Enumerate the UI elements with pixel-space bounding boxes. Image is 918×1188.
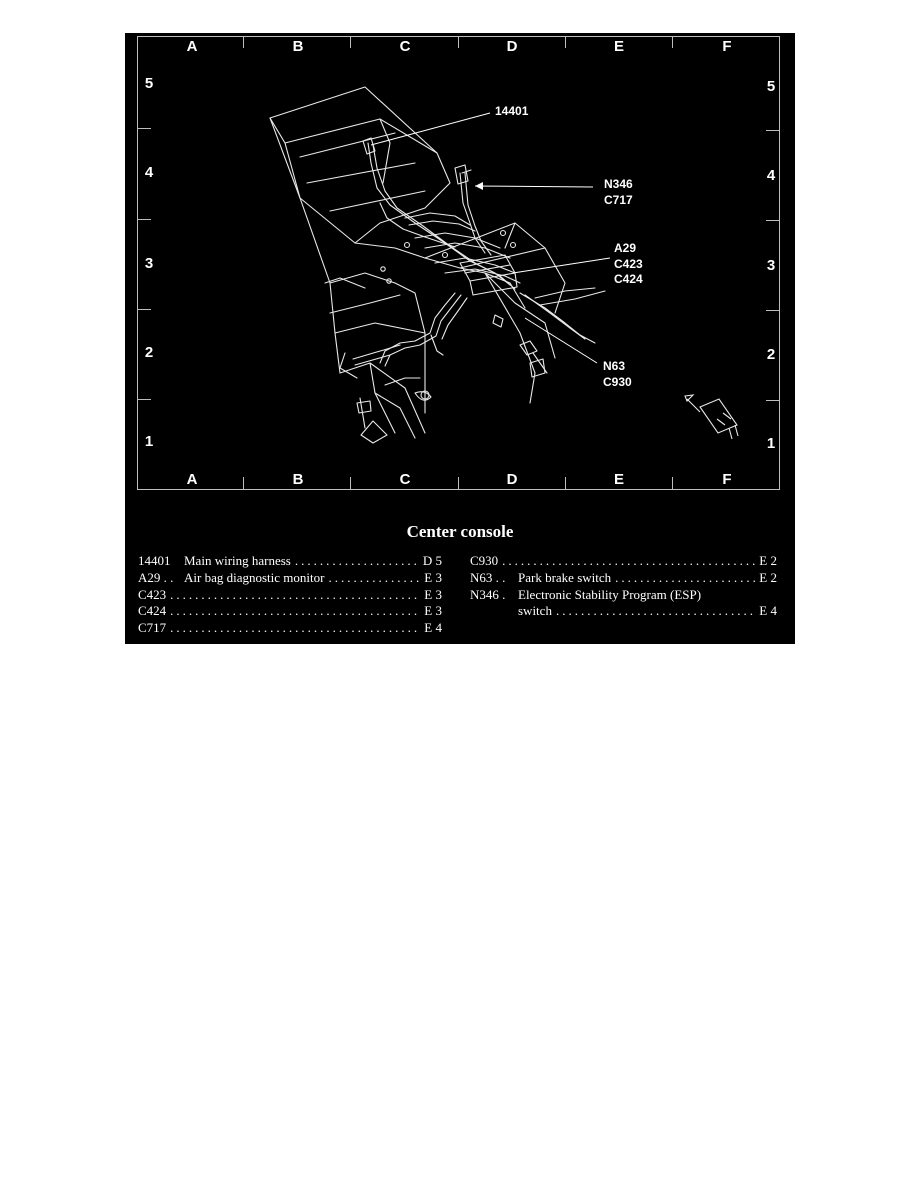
legend-code: 14401 xyxy=(138,553,171,568)
row-tick-right xyxy=(766,400,780,401)
row-tick-left xyxy=(137,309,151,310)
legend-row: N346 . Electronic Stability Program (ESP… xyxy=(470,587,777,603)
legend-desc: switch xyxy=(518,603,552,618)
row-tick-right xyxy=(766,130,780,131)
col-label-bottom-f: F xyxy=(722,471,732,488)
legend-code: A29 . . xyxy=(138,570,174,585)
legend-location: D 5 xyxy=(422,553,442,568)
legend-leader: ........................................… xyxy=(170,587,421,602)
row-label-left-2: 2 xyxy=(144,344,154,361)
callout-c717: C717 xyxy=(604,193,633,207)
row-tick-right xyxy=(766,310,780,311)
legend-desc: Air bag diagnostic monitor xyxy=(184,570,325,585)
legend-desc: Main wiring harness xyxy=(184,553,291,568)
row-tick-left xyxy=(137,399,151,400)
row-label-left-1: 1 xyxy=(144,433,154,450)
col-tick-bottom xyxy=(350,477,351,489)
legend-leader: ........................................… xyxy=(328,570,421,585)
leader-n63 xyxy=(524,317,598,364)
legend-code: C423 xyxy=(138,587,167,602)
callout-c930: C930 xyxy=(603,375,632,389)
callout-c423: C423 xyxy=(614,257,643,271)
leader-14401 xyxy=(370,112,491,146)
legend-leader: ........................................… xyxy=(615,570,755,585)
legend-row: C423 ...................................… xyxy=(138,587,442,603)
col-tick-top xyxy=(350,36,351,48)
legend-desc: Electronic Stability Program (ESP) xyxy=(518,587,702,602)
leader-a29 xyxy=(512,257,611,274)
col-label-bottom-c: C xyxy=(399,471,411,488)
legend-code: C930 xyxy=(470,553,499,568)
col-tick-top xyxy=(565,36,566,48)
col-tick-bottom xyxy=(565,477,566,489)
col-label-top-d: D xyxy=(506,38,518,55)
row-label-left-4: 4 xyxy=(144,164,154,181)
row-label-left-5: 5 xyxy=(144,75,154,92)
row-label-right-1: 1 xyxy=(766,435,776,452)
legend-row: switch .................................… xyxy=(470,603,777,619)
legend-row: N63 . . Park brake switch ..............… xyxy=(470,570,777,586)
col-label-bottom-e: E xyxy=(613,471,624,488)
callout-n346: N346 xyxy=(604,177,633,191)
col-label-bottom-d: D xyxy=(506,471,518,488)
col-tick-top xyxy=(672,36,673,48)
col-label-top-e: E xyxy=(613,38,624,55)
callout-n63: N63 xyxy=(603,359,626,373)
col-tick-top xyxy=(243,36,244,48)
diagram-sheet: A B C D E F A B C D E F 5 4 3 2 1 5 4 3 … xyxy=(125,33,795,644)
legend-location: E 3 xyxy=(424,587,442,602)
legend-row: C717 ...................................… xyxy=(138,620,442,636)
legend-leader: ........................................… xyxy=(170,603,421,618)
leader-n346 xyxy=(474,185,594,188)
callout-14401: 14401 xyxy=(495,104,529,118)
legend-leader: ........................................… xyxy=(555,603,756,618)
col-label-bottom-b: B xyxy=(292,471,304,488)
legend-location: E 3 xyxy=(424,603,442,618)
legend-code: C717 xyxy=(138,620,167,635)
legend-location: E 3 xyxy=(424,570,442,585)
legend-row: 14401 Main wiring harness ..............… xyxy=(138,553,442,569)
legend-row: C424 ...................................… xyxy=(138,603,442,619)
legend-leader: ........................................… xyxy=(502,553,755,568)
col-tick-bottom xyxy=(243,477,244,489)
legend-location: E 4 xyxy=(759,603,777,618)
legend-code: C424 xyxy=(138,603,167,618)
col-label-top-f: F xyxy=(722,38,732,55)
callout-c424: C424 xyxy=(614,272,643,286)
console-line-drawing xyxy=(269,86,739,444)
callout-a29: A29 xyxy=(614,241,637,255)
legend-title: Center console xyxy=(406,522,514,541)
legend-location: E 4 xyxy=(424,620,442,635)
row-label-right-4: 4 xyxy=(766,167,776,184)
legend-code xyxy=(470,603,518,619)
col-tick-bottom xyxy=(672,477,673,489)
col-label-top-a: A xyxy=(186,38,198,55)
legend-desc: Park brake switch xyxy=(518,570,612,585)
legend-code: N63 . . xyxy=(470,570,506,585)
legend-code: N346 . xyxy=(470,587,506,602)
col-label-top-c: C xyxy=(399,38,411,55)
legend-leader: ........................................… xyxy=(294,553,419,568)
legend-location: E 2 xyxy=(759,553,777,568)
legend-row: A29 . . Air bag diagnostic monitor .....… xyxy=(138,570,442,586)
row-tick-right xyxy=(766,220,780,221)
row-label-left-3: 3 xyxy=(144,255,154,272)
legend-leader: ........................................… xyxy=(170,620,421,635)
col-tick-top xyxy=(458,36,459,48)
col-label-bottom-a: A xyxy=(186,471,198,488)
row-tick-left xyxy=(137,128,151,129)
row-label-right-2: 2 xyxy=(766,346,776,363)
col-tick-bottom xyxy=(458,477,459,489)
col-label-top-b: B xyxy=(292,38,304,55)
row-tick-left xyxy=(137,219,151,220)
row-label-right-5: 5 xyxy=(766,78,776,95)
row-label-right-3: 3 xyxy=(766,257,776,274)
legend-row: C930 ...................................… xyxy=(470,553,777,569)
legend-location: E 2 xyxy=(759,570,777,585)
